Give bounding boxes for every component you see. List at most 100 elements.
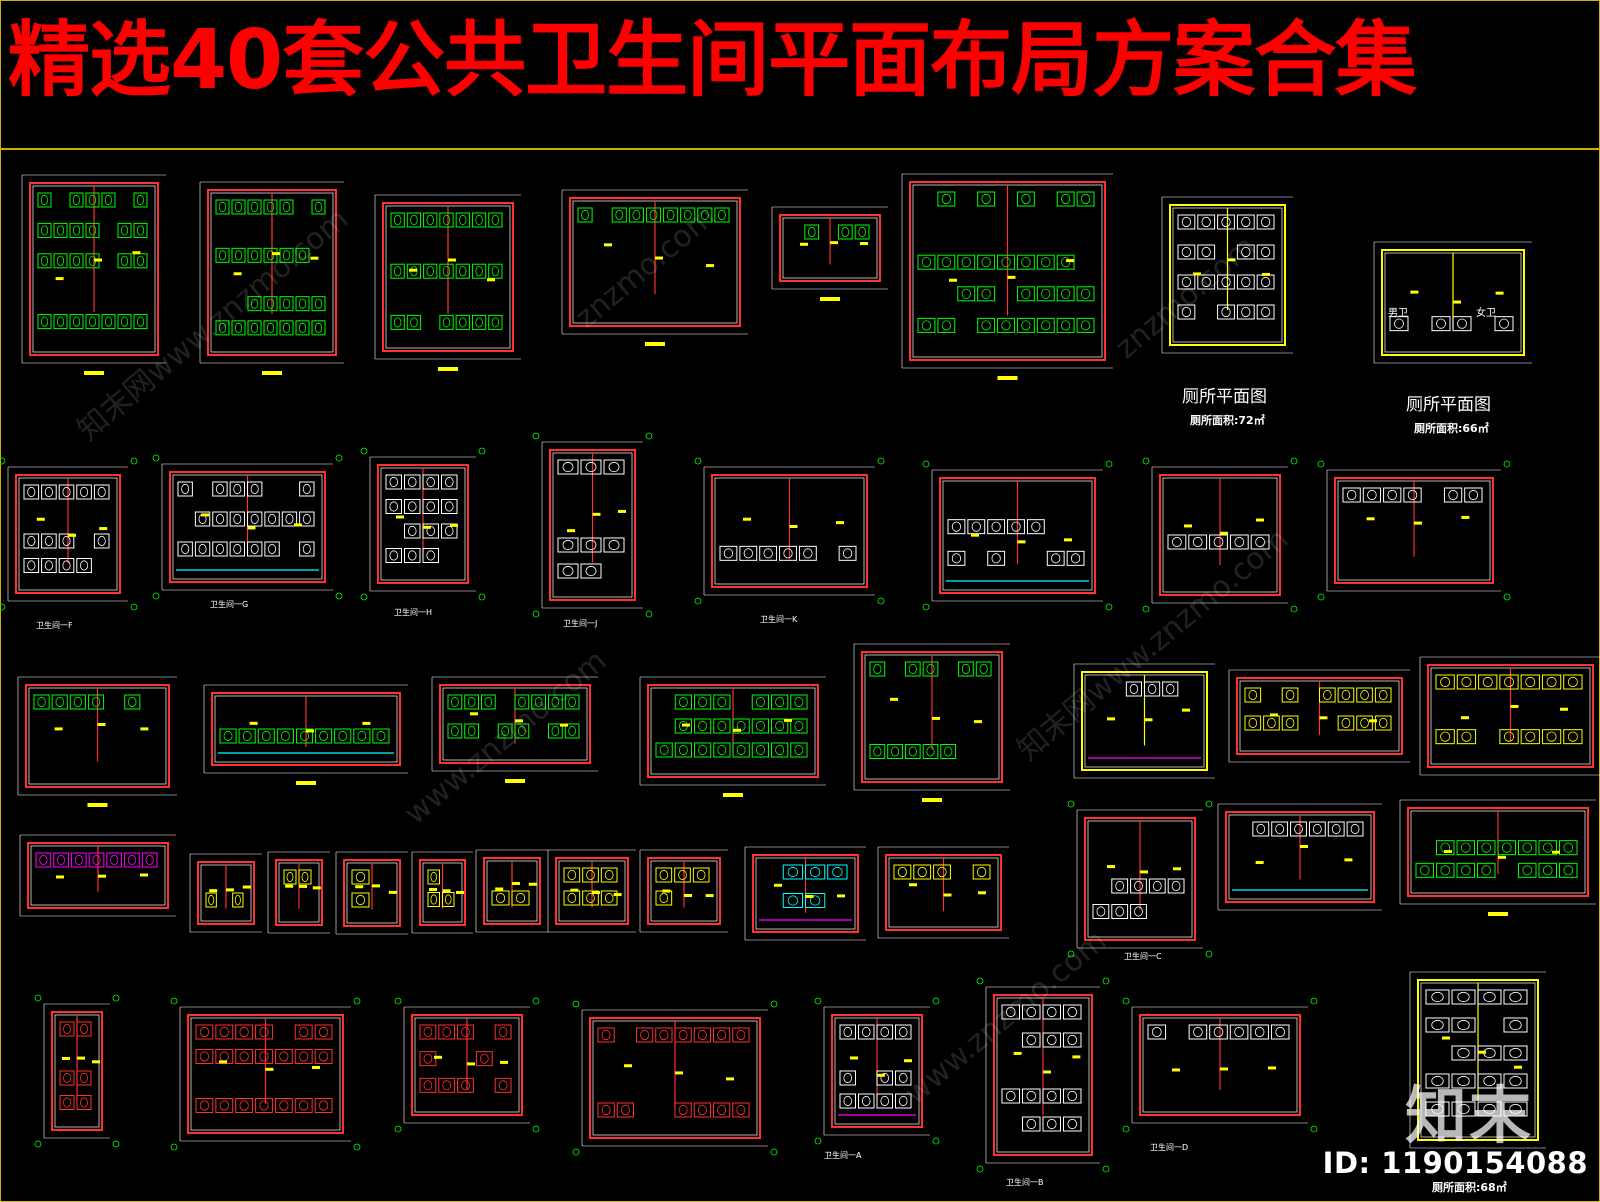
caption-plan-f: 卫生间一F [36, 620, 73, 630]
axis-bubble [1102, 977, 1110, 985]
stall-fixture [315, 728, 333, 744]
room-tag [500, 1060, 508, 1064]
room-tag [77, 1056, 85, 1060]
axis-bubble [112, 1140, 120, 1148]
asset-id: ID: 1190154088 [1322, 1146, 1588, 1180]
toilet-fixture [259, 1100, 269, 1111]
toilet-fixture [666, 209, 675, 221]
stall-fixture [1477, 840, 1496, 856]
toilet-fixture [1267, 717, 1276, 729]
room-tag [604, 243, 612, 247]
stall-fixture [439, 263, 454, 279]
room-tag [684, 893, 692, 897]
toilet-fixture [491, 266, 500, 277]
toilet-fixture [787, 866, 799, 878]
stall-fixture [471, 314, 487, 330]
room-tag [1453, 300, 1461, 304]
axis-bubble [0, 603, 6, 611]
toilet-fixture [1026, 1090, 1037, 1102]
toilet-fixture [1234, 1026, 1244, 1038]
stall-fixture [663, 207, 679, 223]
stall-fixture [70, 852, 87, 868]
stall-fixture [37, 314, 52, 330]
stall-fixture [1403, 487, 1422, 503]
plan-outline [1427, 664, 1594, 768]
plan-outline [1081, 671, 1208, 771]
room-tag [904, 1059, 912, 1063]
stall-fixture [1383, 487, 1402, 503]
toilet-fixture [1394, 318, 1404, 329]
stall-fixture [390, 212, 405, 228]
toilet-fixture [951, 553, 962, 564]
stall-fixture [1477, 862, 1496, 878]
toilet-fixture [299, 1026, 309, 1038]
toilet-fixture [298, 322, 307, 333]
stall-fixture [1503, 989, 1528, 1005]
toilet-fixture [1171, 880, 1181, 892]
toilet-fixture [991, 521, 1001, 532]
toilet-fixture [286, 871, 294, 883]
stall-fixture [732, 742, 750, 758]
stall-fixture [37, 222, 52, 238]
toilet-fixture [1346, 489, 1357, 501]
stall-fixture [279, 320, 294, 336]
toilet-fixture [1378, 689, 1388, 701]
room-tag [1442, 1036, 1450, 1040]
stall-fixture [351, 892, 370, 908]
toilet-fixture [242, 730, 252, 742]
toilet-fixture [239, 1100, 249, 1111]
toilet-fixture [56, 854, 66, 866]
toilet-fixture [1285, 717, 1295, 729]
stall-fixture [805, 864, 826, 880]
stall-fixture [680, 207, 696, 223]
toilet-fixture [88, 316, 97, 327]
toilet-fixture [314, 322, 323, 333]
stall-fixture [713, 718, 731, 734]
toilet-fixture [442, 1026, 452, 1038]
toilet-fixture [585, 461, 597, 473]
stall-fixture [117, 314, 132, 330]
stall-fixture [940, 744, 957, 759]
toilet-fixture [921, 320, 932, 331]
toilet-fixture [608, 461, 620, 473]
toilet-fixture [604, 869, 614, 881]
toilet-fixture [775, 696, 785, 708]
stall-fixture [933, 864, 951, 880]
room-label-male: 男卫 [1388, 307, 1408, 319]
stall-fixture [53, 253, 68, 269]
stall-fixture [215, 1098, 234, 1113]
stall-fixture [471, 263, 487, 279]
plan-outline [589, 1017, 761, 1139]
toilet-fixture [218, 250, 227, 261]
axis-bubble [1105, 460, 1113, 468]
stall-fixture [655, 742, 673, 758]
stall-fixture [645, 207, 662, 223]
plan-outline [1159, 474, 1281, 596]
room-tag [805, 894, 814, 898]
toilet-fixture [1525, 676, 1536, 688]
toilet-fixture [717, 744, 727, 756]
stall-fixture [858, 1093, 875, 1109]
stall-fixture [385, 499, 402, 514]
axis-bubble [1102, 1165, 1110, 1173]
toilet-fixture [298, 298, 307, 309]
toilet-fixture [585, 565, 597, 577]
stall-fixture [1503, 1017, 1528, 1033]
axis-bubble [877, 457, 885, 465]
room-tag [429, 887, 437, 891]
toilet-fixture [809, 866, 821, 878]
stall-fixture [1415, 862, 1434, 878]
toilet-fixture [783, 548, 793, 559]
stall-fixture [497, 723, 513, 739]
room-tag [1107, 865, 1115, 869]
stall-fixture [1431, 316, 1451, 332]
stall-fixture [442, 892, 455, 907]
toilet-fixture [250, 483, 259, 495]
toilet-fixture [37, 696, 46, 708]
toilet-fixture [318, 1026, 329, 1038]
toilet-fixture [1001, 257, 1011, 268]
caption-plan-b: 卫生间一B [1006, 1177, 1044, 1187]
room-tag [99, 527, 108, 531]
room-tag [1013, 1051, 1022, 1055]
toilet-fixture [215, 513, 224, 525]
